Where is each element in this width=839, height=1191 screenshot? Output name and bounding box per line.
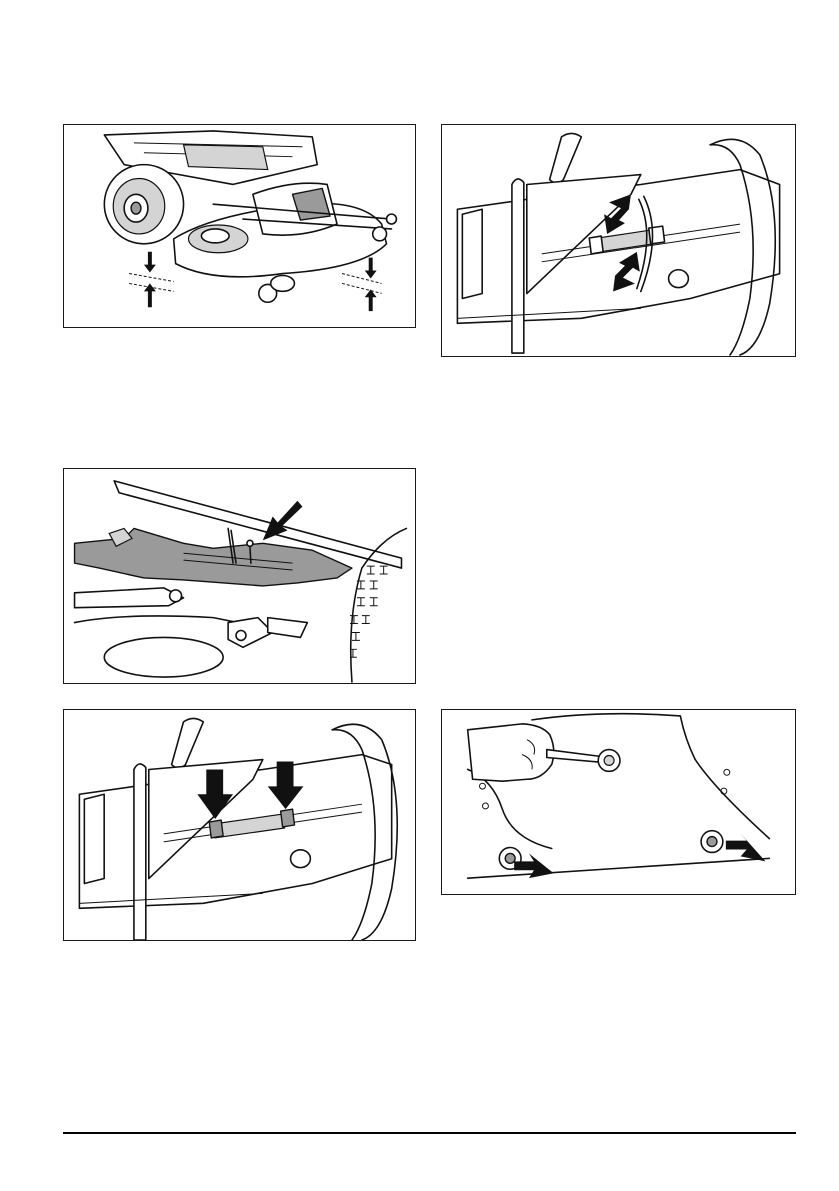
wrench-icon xyxy=(547,750,603,763)
figure-deck-bracket xyxy=(63,468,416,684)
arrow-down-icon xyxy=(365,258,377,279)
figure-wrench-bolts xyxy=(441,709,796,895)
wrench-bolts-illustration xyxy=(442,710,795,894)
figure-turnbuckle xyxy=(441,124,796,357)
tire-tread-icon xyxy=(350,566,388,657)
hand-icon xyxy=(468,724,554,781)
footer-rule xyxy=(63,1132,796,1134)
arrow-up-icon xyxy=(144,283,156,307)
deck-bracket-pin-illustration xyxy=(64,469,415,683)
arrow-down-icon xyxy=(144,252,156,273)
turnbuckle-rotate-illustration xyxy=(442,125,795,356)
arrow-up-icon xyxy=(365,289,377,311)
lock-nuts-illustration xyxy=(64,710,415,940)
arrow-pointer-icon xyxy=(726,834,766,862)
mower-deck-illustration xyxy=(64,125,415,327)
figure-lock-nuts xyxy=(63,709,416,941)
figure-deck-height xyxy=(63,124,416,328)
